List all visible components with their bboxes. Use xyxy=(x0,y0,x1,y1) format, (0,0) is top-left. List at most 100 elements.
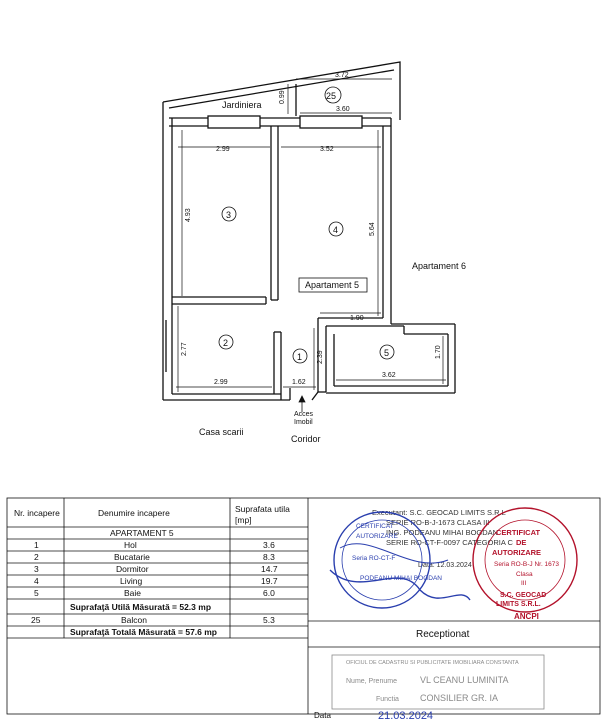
row-5-name: Baie xyxy=(124,588,141,598)
receiver-office: OFICIUL DE CADASTRU SI PUBLICITATE IMOBI… xyxy=(346,660,519,666)
signature-scribble-2 xyxy=(339,543,449,564)
company-seal-limits: LIMITS S.R.L. xyxy=(496,601,541,608)
company-seal-outer xyxy=(472,507,578,613)
jardiniera-label: Jardiniera xyxy=(222,100,262,110)
executant-line-3: ING. PODEANU MIHAI BOGDAN xyxy=(386,528,498,537)
receiver-stamp: OFICIUL DE CADASTRU SI PUBLICITATE IMOBI… xyxy=(331,654,545,710)
company-seal-inner xyxy=(484,519,566,601)
room-5-circle xyxy=(379,344,395,360)
dim-190: 1.90 xyxy=(350,315,364,322)
row-5-area: 6.0 xyxy=(263,588,275,598)
row-4-name: Living xyxy=(120,576,142,586)
room-2-number: 2 xyxy=(223,338,228,348)
receiver-func: CONSILIER GR. IA xyxy=(420,693,498,703)
room-3-number: 3 xyxy=(226,210,231,220)
row-1-nr: 1 xyxy=(34,540,39,550)
row-3-name: Dormitor xyxy=(116,564,149,574)
apartment-title: APARTAMENT 5 xyxy=(110,528,174,538)
table-row: 3 Dormitor 14.7 xyxy=(34,564,278,574)
window-dormitor xyxy=(207,115,261,129)
company-seal-sc: S.C. GEOCAD xyxy=(500,592,546,599)
row-3-nr: 3 xyxy=(34,564,39,574)
dim-299-bottom: 2.99 xyxy=(214,379,228,386)
room-25-number: 25 xyxy=(326,91,336,101)
dim-564: 5.64 xyxy=(369,222,376,236)
dimension-lines xyxy=(176,78,446,392)
entrance-arrow-icon xyxy=(298,395,306,412)
engineer-seal-outer xyxy=(333,511,431,609)
engineer-seal-inner xyxy=(341,519,423,601)
dim-239: 2.39 xyxy=(317,350,324,364)
suprafata-utila-total: Suprafaţă Utilă Măsurată = 52.3 mp xyxy=(70,602,211,612)
dim-362: 3.62 xyxy=(382,372,396,379)
table-row: 25 Balcon 5.3 xyxy=(31,615,275,625)
seal-serie: Seria RO-CT-F xyxy=(352,555,395,562)
company-seal-autorizare: AUTORIZARE xyxy=(492,548,541,557)
table-row: 1 Hol 3.6 xyxy=(34,540,275,550)
row-2-name: Bucatarie xyxy=(114,552,150,562)
casa-scarii-label: Casa scarii xyxy=(199,427,244,437)
row-3-area: 14.7 xyxy=(261,564,278,574)
receiver-func-label: Functia xyxy=(376,696,399,703)
company-seal-de: DE xyxy=(516,538,526,547)
acces-label: Acces xyxy=(294,411,314,418)
apartament-5-box xyxy=(298,277,368,293)
room-1-number: 1 xyxy=(297,352,302,362)
balcony-outline xyxy=(162,61,401,120)
dim-299-top: 2.99 xyxy=(216,146,230,153)
apartament-5-label: Apartament 5 xyxy=(305,280,359,290)
door-jamb-right xyxy=(311,391,319,401)
balcony-inner-line xyxy=(168,69,395,109)
room-3-circle xyxy=(221,206,237,222)
executant-line-4: SERIE RO-CT-F-0097 CATEGORIA C xyxy=(386,538,514,547)
floor-plan xyxy=(162,61,456,401)
company-seal-certificat: CERTIFICAT xyxy=(496,528,540,537)
rooms-table xyxy=(6,497,601,715)
company-seal-seria: Seria RO-B-J Nr. 1673 xyxy=(494,561,559,568)
dim-372: 3.72 xyxy=(335,72,349,79)
row-2-area: 8.3 xyxy=(263,552,275,562)
receiver-name: VL CEANU LUMINITA xyxy=(420,675,509,685)
dim-277: 2.77 xyxy=(181,342,188,356)
row-1-area: 3.6 xyxy=(263,540,275,550)
window-living xyxy=(299,115,363,129)
seal-autorizare: AUTORIZARE xyxy=(356,533,398,540)
engineer-seal: CERTIFICAT AUTORIZARE Seria RO-CT-F PODE… xyxy=(329,511,471,609)
header-suprafata-1: Suprafata utila xyxy=(235,504,290,514)
seal-certificat: CERTIFICAT xyxy=(356,523,394,530)
executant-date: Data: 12.03.2024 xyxy=(418,562,472,569)
room-5-number: 5 xyxy=(384,348,389,358)
table-row: 5 Baie 6.0 xyxy=(34,588,275,598)
signature-scribble xyxy=(329,569,471,601)
room-25-circle xyxy=(324,86,342,104)
dim-099: 0.99 xyxy=(279,90,286,104)
row-1-name: Hol xyxy=(124,540,137,550)
company-seal-clasa: Clasa xyxy=(516,571,533,578)
balcon-nr: 25 xyxy=(31,615,41,625)
data-value: 21.03.2024 xyxy=(378,710,433,720)
imobil-label: Imobil xyxy=(294,419,313,426)
dim-162: 1.62 xyxy=(292,379,306,386)
room-4-circle xyxy=(328,221,344,237)
executant-line-2: SERIE RO-B-J-1673 CLASA III xyxy=(386,518,489,527)
room-markers xyxy=(218,86,395,364)
executant-line-1: Executant: S.C. GEOCAD LIMITS S.R.L xyxy=(372,508,506,517)
balcon-area: 5.3 xyxy=(263,615,275,625)
row-4-area: 19.7 xyxy=(261,576,278,586)
receptionat-label: Receptionat xyxy=(416,629,470,640)
row-5-nr: 5 xyxy=(34,588,39,598)
dim-360: 3.60 xyxy=(336,106,350,113)
room-2-circle xyxy=(218,334,234,350)
header-suprafata-2: [mp] xyxy=(235,515,252,525)
row-4-nr: 4 xyxy=(34,576,39,586)
header-denumire: Denumire incapere xyxy=(98,508,170,518)
row-2-nr: 2 xyxy=(34,552,39,562)
room-4-number: 4 xyxy=(333,225,338,235)
dim-493: 4.93 xyxy=(185,208,192,222)
header-nr: Nr. incapere xyxy=(14,508,60,518)
receiver-stamp-frame xyxy=(331,654,545,710)
dim-352: 3.52 xyxy=(320,146,334,153)
balcon-name: Balcon xyxy=(121,615,147,625)
receiver-name-label: Nume, Prenume xyxy=(346,678,397,685)
